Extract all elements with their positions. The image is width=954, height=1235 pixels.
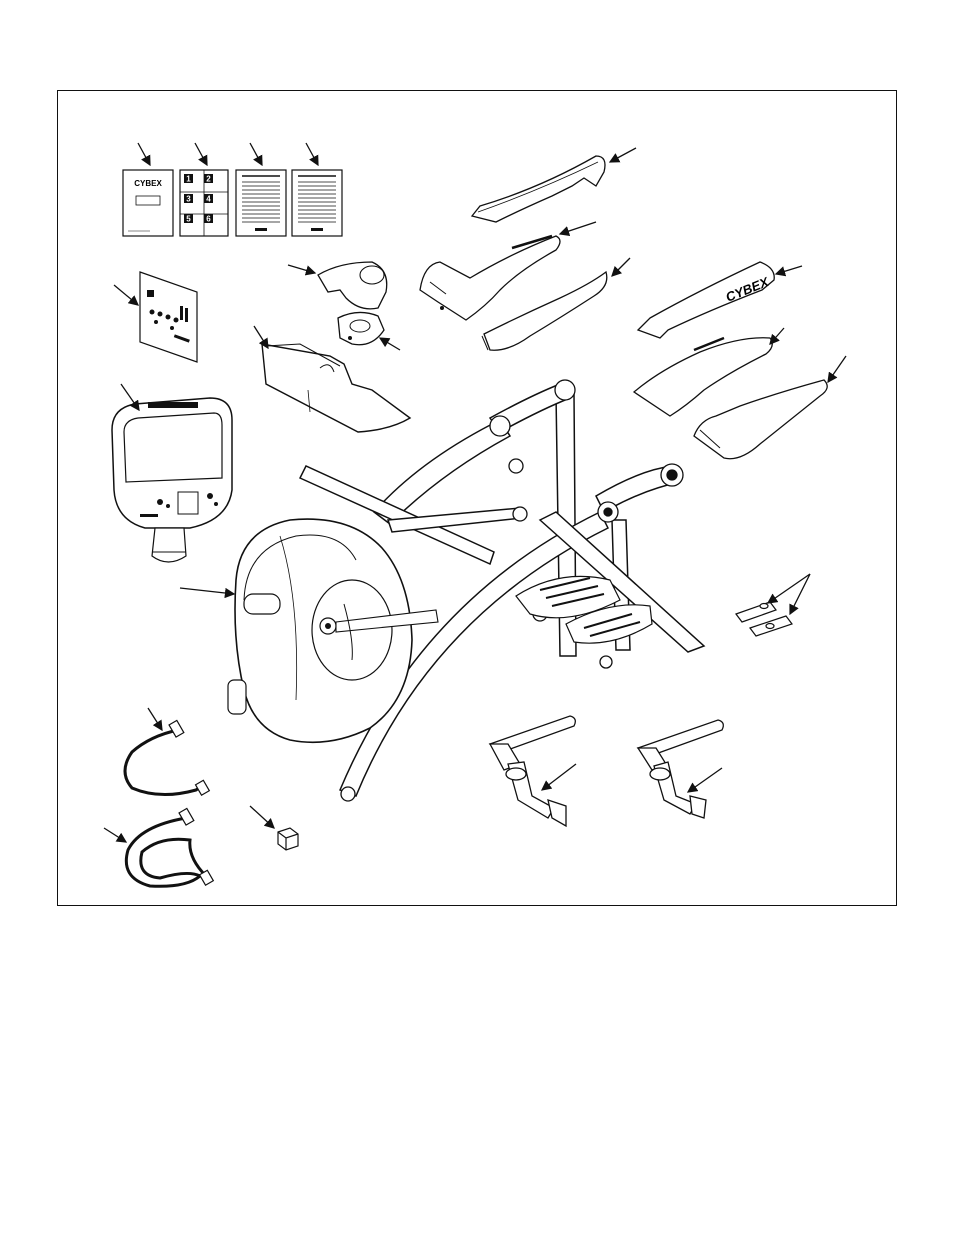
callout-arrow	[287, 264, 317, 276]
right-handlebar	[636, 719, 724, 819]
hardware-card	[139, 271, 198, 363]
top-arm-shroud	[470, 155, 606, 223]
callout-arrow	[827, 355, 847, 384]
rear-foot-caps	[735, 601, 793, 637]
left-handlebar	[488, 715, 576, 828]
right-rear-shroud	[693, 379, 828, 460]
cable-short	[123, 719, 211, 797]
callout-arrow	[249, 142, 263, 167]
cable-long	[124, 807, 215, 888]
flywheel-housing	[227, 518, 439, 744]
tile-number: 5	[186, 215, 191, 224]
callout-arrow	[769, 327, 785, 345]
quick-start-grid-sheet: 1 2 3 4 5 6	[179, 169, 229, 237]
callout-arrow	[113, 284, 139, 306]
left-front-shroud	[419, 234, 561, 321]
owners-manual-cover: CYBEX	[122, 169, 174, 237]
console-display-assembly	[111, 397, 233, 563]
callout-arrow	[789, 573, 811, 616]
foot-pedals	[515, 575, 653, 644]
callout-arrow	[194, 142, 208, 167]
text-document-sheet	[235, 169, 287, 237]
arc-trainer-frame	[298, 383, 706, 797]
manual-brand-logo: CYBEX	[134, 179, 162, 188]
callout-arrow	[766, 573, 811, 604]
right-top-arm-shroud: CYBEX	[636, 261, 775, 339]
upper-shroud-cup	[317, 261, 388, 310]
callout-arrow	[253, 325, 269, 350]
callout-arrow	[137, 142, 151, 167]
lower-shroud-cup	[337, 311, 385, 346]
text-document-sheet	[291, 169, 343, 237]
callout-arrow	[774, 265, 803, 277]
tile-number: 2	[206, 175, 211, 184]
tile-number: 3	[186, 195, 191, 204]
callout-arrow	[378, 337, 401, 351]
figure-frame	[57, 90, 897, 906]
callout-arrow	[305, 142, 319, 167]
callout-arrow	[249, 805, 275, 829]
callout-arrow	[179, 587, 236, 599]
callout-arrow	[147, 707, 163, 732]
callout-arrow	[103, 827, 128, 843]
left-rear-shroud	[481, 270, 608, 351]
callout-arrow	[558, 221, 597, 237]
callout-arrow	[686, 767, 723, 793]
callout-arrow	[611, 257, 631, 277]
tile-number: 1	[186, 175, 191, 184]
callout-arrow	[540, 763, 577, 791]
callout-arrow	[120, 383, 140, 412]
callout-arrow	[608, 147, 637, 163]
tile-number: 6	[206, 215, 211, 224]
tile-number: 4	[206, 195, 211, 204]
right-front-shroud	[632, 336, 773, 417]
small-connector-block	[277, 827, 299, 851]
front-console-base-shroud	[261, 343, 412, 433]
